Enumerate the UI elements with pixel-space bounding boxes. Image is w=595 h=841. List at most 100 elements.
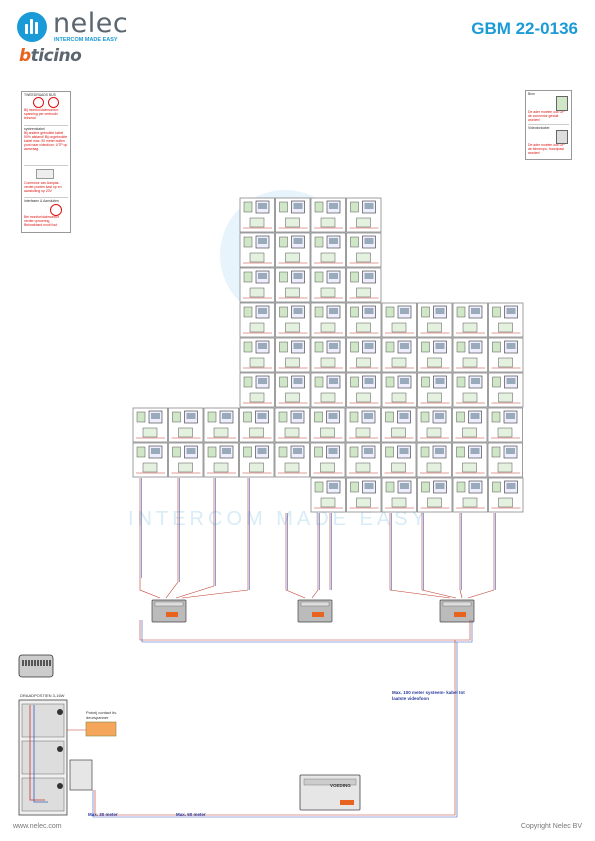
- terminal-block: [420, 411, 430, 423]
- legend-item-title: systeemkabel: [24, 127, 45, 131]
- legend-right-item: Videofonkabel De ader moeten ook OP de b…: [528, 126, 569, 157]
- legend-item-title: TWEEDRAADS BUS: [24, 93, 56, 97]
- terminal-block: [492, 376, 501, 388]
- videophone-screen: [435, 343, 445, 349]
- terminal-block: [492, 306, 501, 318]
- videophone-screen: [222, 413, 231, 419]
- connector-block: [356, 287, 371, 298]
- power-supply-label: VOEDING: [330, 783, 351, 788]
- connector-block: [249, 357, 265, 368]
- no-entry-icon: [24, 203, 68, 216]
- videophone-screen: [435, 378, 445, 384]
- keypad-key: [34, 660, 36, 666]
- videophone-screen: [364, 238, 374, 244]
- videophone-screen: [364, 483, 374, 489]
- legend-left-item: Interfasen & Aansluiten Bel monitor/dabm…: [24, 199, 68, 229]
- videophone-screen: [329, 203, 338, 209]
- bticino-badge: [454, 612, 466, 617]
- connector-block: [356, 322, 371, 333]
- terminal-block: [243, 341, 253, 353]
- terminal-block: [456, 341, 466, 353]
- videophone-screen: [258, 238, 267, 244]
- terminal-block: [420, 446, 430, 458]
- connector-block: [142, 462, 158, 473]
- terminal-block: [421, 376, 430, 388]
- legend-left-item: systeemkabel Bij andere gebruikte kabel …: [24, 127, 68, 166]
- trunk-wire: [139, 620, 471, 641]
- bticino-logo: bticino: [19, 46, 82, 66]
- connector-block: [391, 462, 406, 473]
- videophone-screen: [471, 343, 480, 349]
- panel-wire: [33, 705, 48, 803]
- watermark-text: INTERCOM MADE EASY: [128, 508, 429, 530]
- panel-module: [21, 777, 65, 812]
- videophone-screen: [151, 413, 160, 419]
- videophone-screen: [400, 308, 409, 314]
- videophone-screen: [399, 448, 409, 454]
- videophone-screen: [258, 273, 267, 279]
- connector-block: [320, 322, 336, 333]
- connector-block: [284, 427, 300, 438]
- connector-block: [462, 462, 477, 473]
- terminal-block: [349, 446, 359, 458]
- videophone-screen: [435, 413, 444, 419]
- connector-block: [320, 392, 336, 403]
- connector-block: [497, 427, 513, 438]
- power-supply-terminals: [303, 778, 357, 786]
- connector-block: [249, 287, 265, 298]
- keypad-key: [49, 660, 51, 666]
- videophone-screen: [257, 448, 267, 454]
- wire: [139, 578, 161, 599]
- videophone-screen: [364, 413, 373, 419]
- connector-block: [498, 357, 513, 368]
- connector-block: [427, 392, 442, 403]
- terminal-block: [243, 446, 252, 458]
- footer-website[interactable]: www.nelec.com: [13, 823, 62, 830]
- videophone-screen: [400, 378, 409, 384]
- terminal-block: [456, 376, 466, 388]
- legend-right-item: Binn De ader moeten ook OP de connector …: [528, 92, 569, 125]
- terminal-block: [421, 341, 430, 353]
- connector-block: [498, 392, 513, 403]
- videophone-screen: [329, 238, 338, 244]
- terminal-block: [314, 376, 324, 388]
- connector-block: [391, 322, 407, 333]
- legend-item-text: De ader moeten ook OP de connector geslu…: [528, 110, 565, 122]
- panel-wire: [29, 705, 45, 801]
- wire: [165, 581, 179, 599]
- relay-module: [85, 721, 117, 737]
- main-feed-wire: [345, 642, 458, 818]
- legend-item-text: Bij monitor/dabmonitor: spanning per ver…: [24, 108, 59, 120]
- connector-block: [356, 357, 371, 368]
- connector-block: [213, 427, 229, 438]
- connector-block: [285, 252, 300, 263]
- panel-button: [57, 709, 63, 715]
- connector-block: [426, 427, 442, 438]
- terminal-block: [350, 236, 359, 248]
- connector-block: [249, 427, 264, 438]
- terminal-block: [385, 376, 395, 388]
- connector-block: [498, 497, 513, 508]
- terminal-block: [491, 411, 501, 423]
- legend-left: TWEEDRAADS BUS Bij monitor/dabmonitor: s…: [21, 91, 71, 233]
- videophone-screen: [329, 483, 338, 489]
- connector-block: [142, 427, 158, 438]
- videophone-screen: [151, 448, 160, 454]
- outdoor-feed-wire: [92, 790, 345, 818]
- videophone-screen: [506, 413, 515, 419]
- videophone-screen: [400, 343, 409, 349]
- keypad-key: [25, 660, 27, 666]
- terminal-block: [456, 481, 466, 493]
- connector-block: [249, 462, 264, 473]
- terminal-block: [243, 271, 253, 283]
- terminal-block: [314, 236, 324, 248]
- terminal-block: [207, 446, 217, 458]
- connector-block: [285, 322, 300, 333]
- relay-contact-label: Potvrij contact itv. deurspanner: [86, 710, 118, 720]
- no-entry-icon: [24, 97, 68, 108]
- trunk-wire: [141, 620, 473, 643]
- videophone-screen: [258, 308, 267, 314]
- videophone-screen: [258, 378, 267, 384]
- terminal-block: [350, 481, 359, 493]
- terminal-block: [279, 306, 288, 318]
